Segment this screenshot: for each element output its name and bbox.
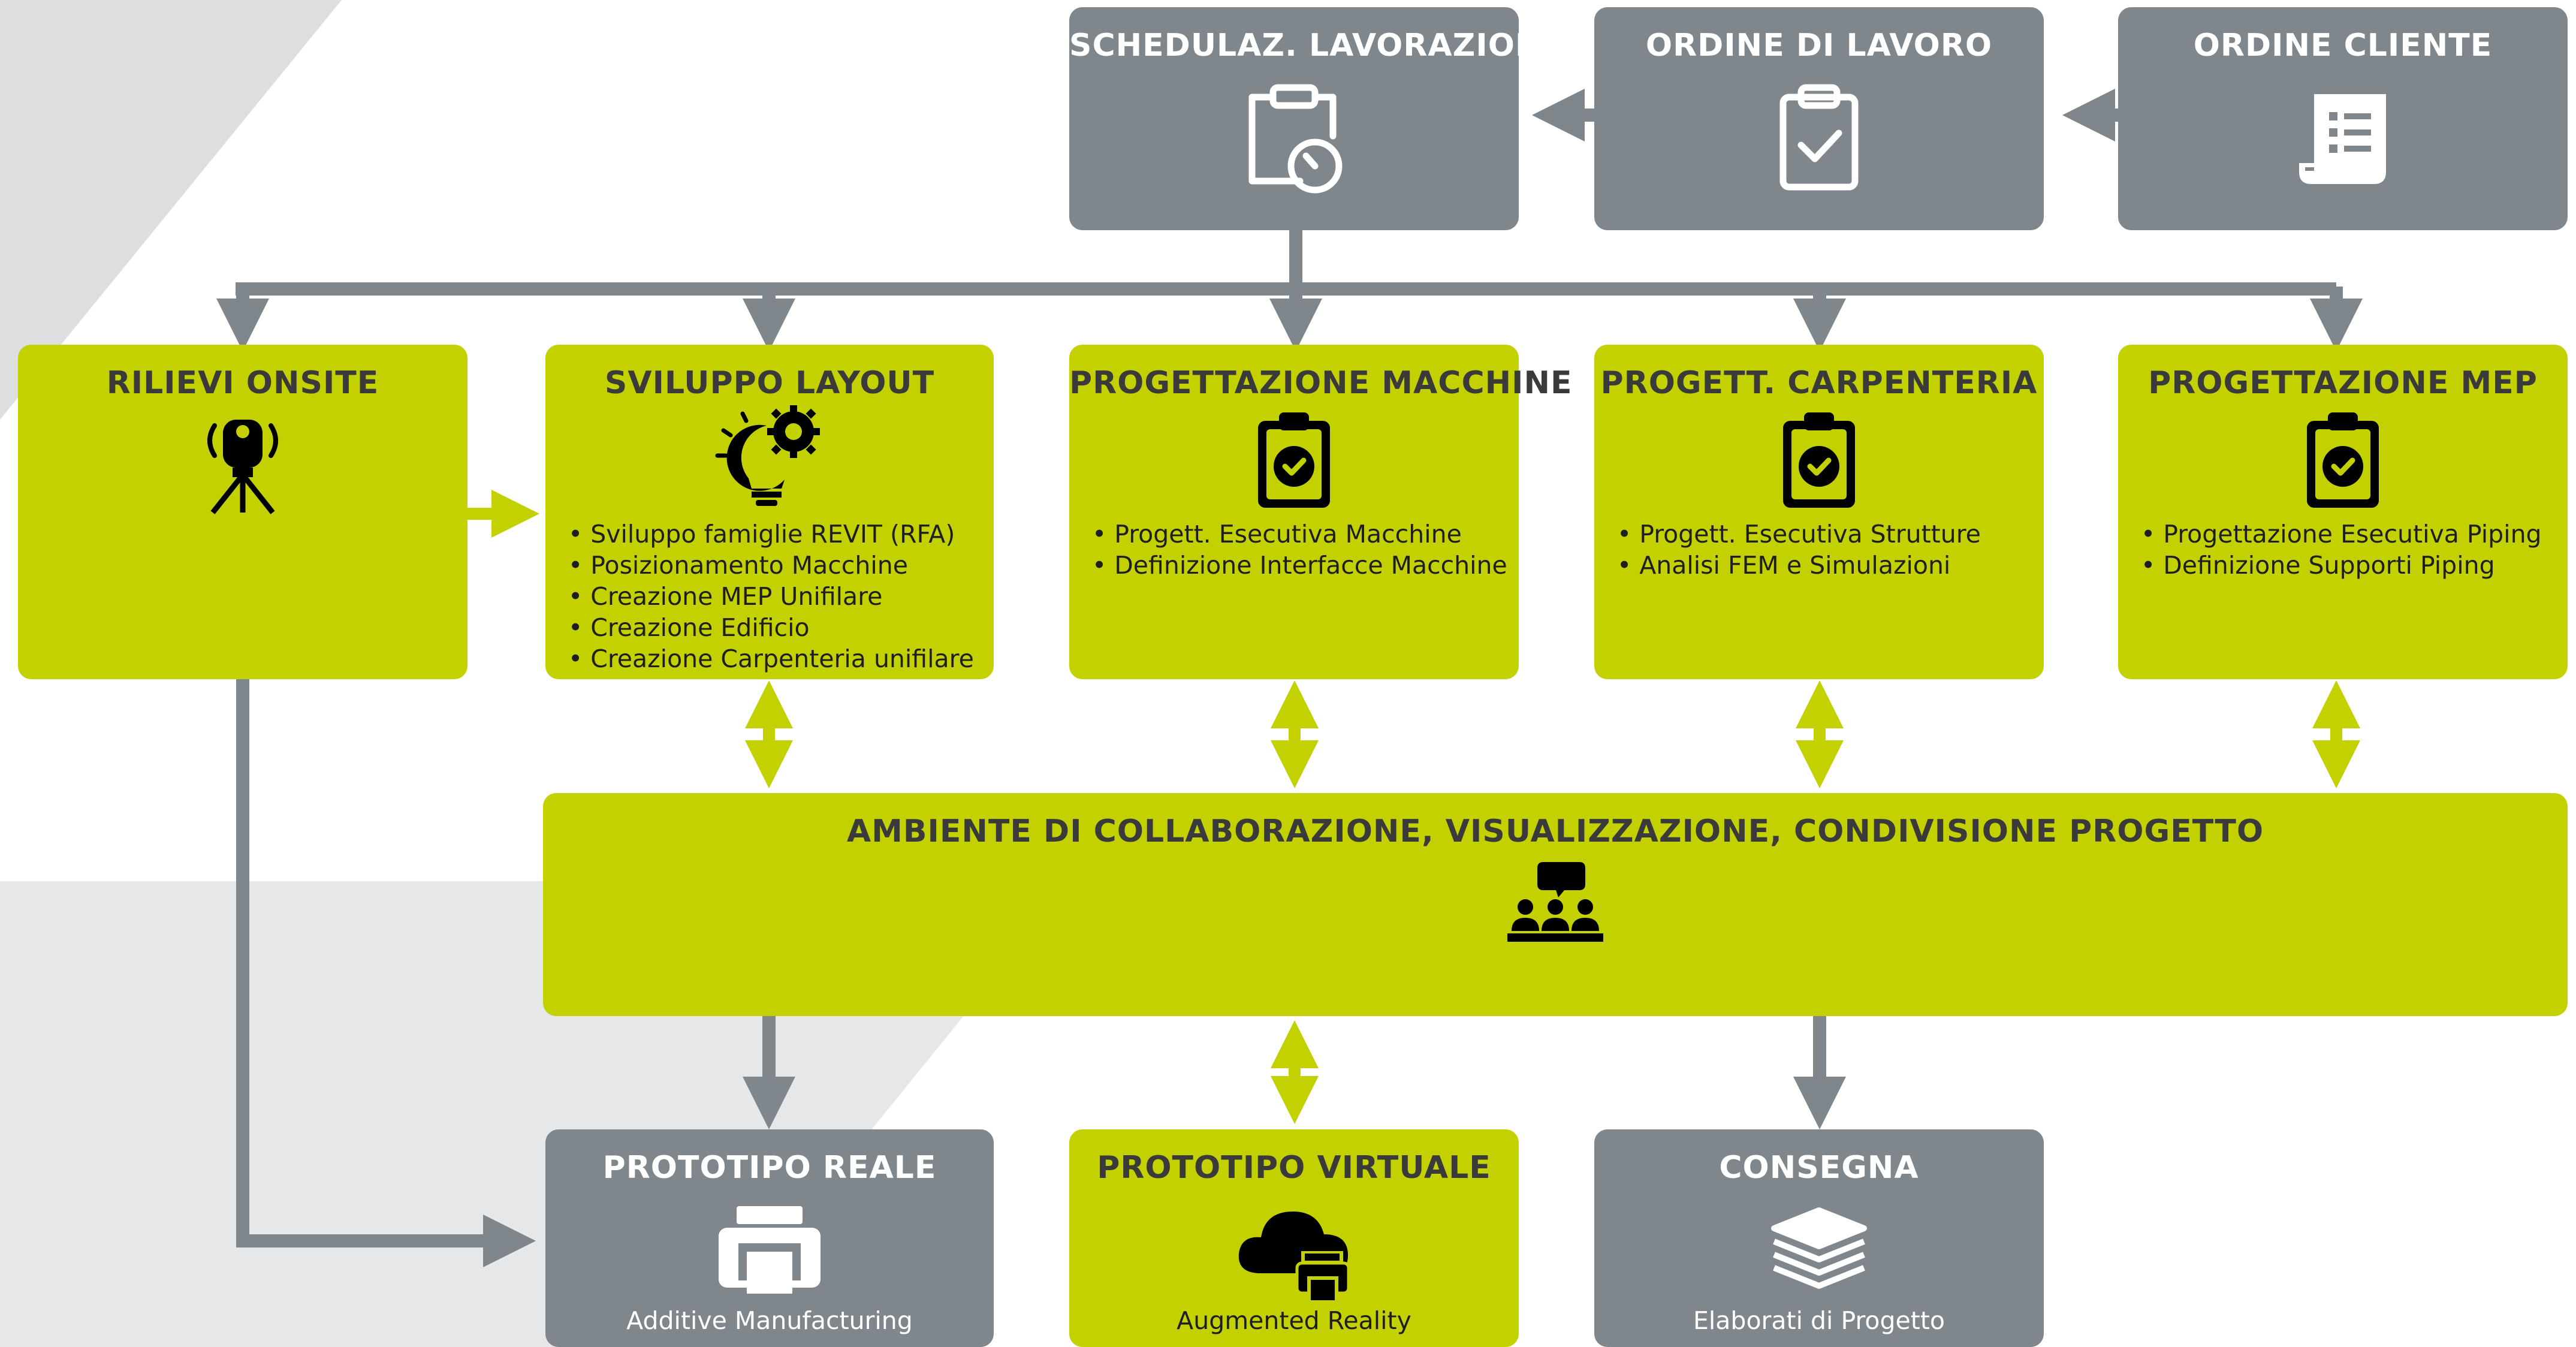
node-prototipo-virtuale: PROTOTIPO VIRTUALE Augmented Reality — [1069, 1129, 1519, 1347]
list-item: Creazione Edificio — [568, 612, 988, 643]
lightbulb-gear-icon — [713, 402, 827, 510]
clipboard-check-icon — [1252, 408, 1336, 510]
node-progettazione-macchine: PROGETTAZIONE MACCHINE Progett. Esecutiv… — [1069, 345, 1573, 679]
bullet-list: Progett. Esecutiva Macchine Definizione … — [1092, 519, 1513, 581]
node-title: CONSEGNA — [1719, 1150, 1919, 1186]
node-title: PROTOTIPO REALE — [602, 1150, 937, 1186]
node-progettazione-mep: PROGETTAZIONE MEP Progettazione Esecutiv… — [2118, 345, 2568, 679]
bullet-list: Progettazione Esecutiva Piping Definizio… — [2141, 519, 2562, 581]
node-consegna: CONSEGNA Elaborati di Progetto — [1594, 1129, 2044, 1347]
bullet-list: Sviluppo famiglie REVIT (RFA) Posizionam… — [568, 519, 988, 674]
node-title: SCHEDULAZ. LAVORAZIONI — [1069, 28, 1554, 64]
list-item: Progettazione Esecutiva Piping — [2141, 519, 2562, 550]
printer-icon — [716, 1201, 824, 1297]
node-title: PROTOTIPO VIRTUALE — [1097, 1150, 1491, 1186]
layers-icon — [1768, 1204, 1870, 1294]
bullet-list: Progett. Esecutiva Strutture Analisi FEM… — [1617, 519, 2038, 581]
node-schedulaz-lavorazioni: SCHEDULAZ. LAVORAZIONI — [1069, 7, 1554, 230]
clipboard-check-icon — [2301, 408, 2385, 510]
node-ambiente-collaborazione: AMBIENTE DI COLLABORAZIONE, VISUALIZZAZI… — [543, 793, 2568, 1016]
team-meeting-icon — [1504, 859, 1606, 955]
node-ordine-cliente: ORDINE CLIENTE — [2118, 7, 2568, 230]
list-item: Progett. Esecutiva Macchine — [1092, 519, 1513, 550]
list-item: Analisi FEM e Simulazioni — [1617, 550, 2038, 581]
node-rilievi-onsite: RILIEVI ONSITE — [18, 345, 467, 679]
clipboard-check-icon — [1774, 79, 1864, 193]
list-item: Progett. Esecutiva Strutture — [1617, 519, 2038, 550]
node-caption: Elaborati di Progetto — [1693, 1306, 1945, 1335]
node-title: PROGETTAZIONE MEP — [2148, 365, 2538, 401]
node-caption: Additive Manufacturing — [626, 1306, 913, 1335]
document-list-icon — [2296, 91, 2390, 187]
clipboard-timer-icon — [1240, 79, 1348, 199]
node-title: SVILUPPO LAYOUT — [604, 365, 935, 401]
list-item: Posizionamento Macchine — [568, 550, 988, 581]
node-progett-carpenteria: PROGETT. CARPENTERIA Progett. Esecutiva … — [1594, 345, 2044, 679]
list-item: Creazione Carpenteria unifilare — [568, 643, 988, 674]
node-title: ORDINE DI LAVORO — [1645, 28, 1993, 64]
node-title: AMBIENTE DI COLLABORAZIONE, VISUALIZZAZI… — [846, 813, 2264, 849]
laser-scanner-icon — [198, 408, 288, 516]
node-title: ORDINE CLIENTE — [2193, 28, 2493, 64]
list-item: Definizione Interfacce Macchine — [1092, 550, 1513, 581]
list-item: Sviluppo famiglie REVIT (RFA) — [568, 519, 988, 550]
node-title: RILIEVI ONSITE — [106, 365, 379, 401]
cloud-printer-icon — [1234, 1198, 1354, 1306]
node-title: PROGETTAZIONE MACCHINE — [1069, 365, 1573, 401]
node-caption: Augmented Reality — [1177, 1306, 1411, 1335]
list-item: Creazione MEP Unifilare — [568, 581, 988, 612]
node-sviluppo-layout: SVILUPPO LAYOUT Sviluppo famigl — [545, 345, 994, 679]
node-title: PROGETT. CARPENTERIA — [1600, 365, 2038, 401]
node-prototipo-reale: PROTOTIPO REALE Additive Manufacturing — [545, 1129, 994, 1347]
clipboard-check-icon — [1777, 408, 1861, 510]
node-ordine-di-lavoro: ORDINE DI LAVORO — [1594, 7, 2044, 230]
list-item: Definizione Supporti Piping — [2141, 550, 2562, 581]
